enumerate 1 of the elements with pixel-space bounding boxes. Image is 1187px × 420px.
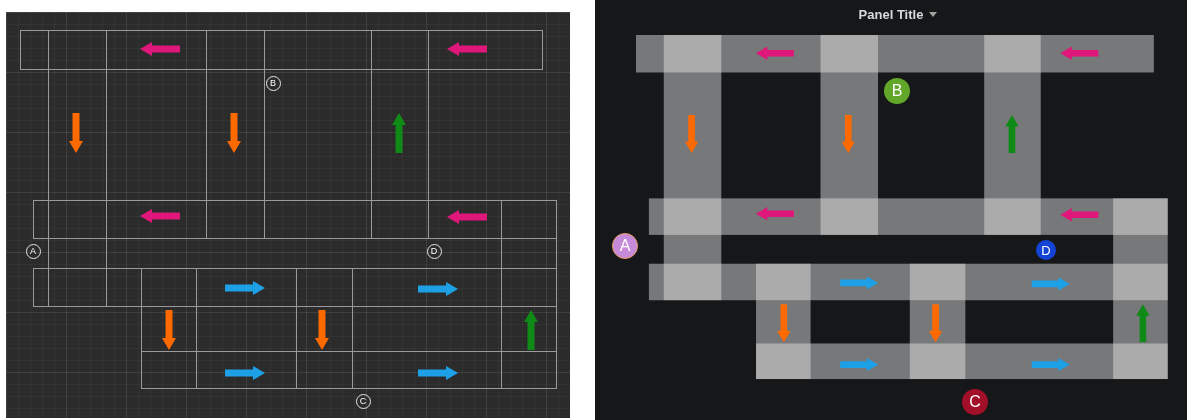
panel-title: Panel Title: [858, 6, 924, 22]
